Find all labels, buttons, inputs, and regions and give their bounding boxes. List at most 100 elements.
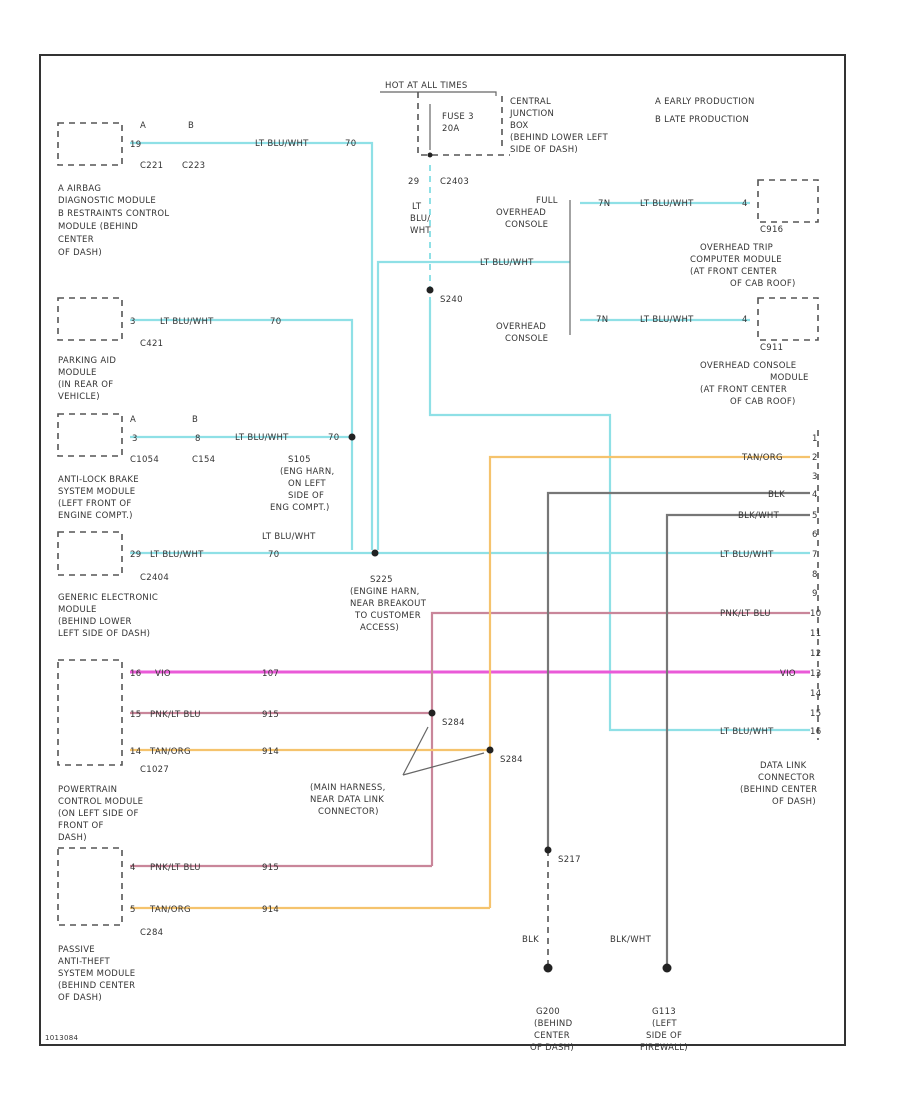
svg-text:(ENG HARN,: (ENG HARN,: [280, 467, 335, 477]
svg-text:A: A: [140, 121, 146, 131]
svg-text:914: 914: [262, 747, 279, 757]
diagram-code: 1013084: [45, 1034, 79, 1042]
svg-text:8: 8: [812, 570, 818, 580]
svg-text:A: A: [130, 415, 136, 425]
svg-text:15: 15: [810, 709, 821, 719]
svg-text:FIREWALL): FIREWALL): [640, 1043, 688, 1053]
svg-text:S240: S240: [440, 295, 463, 305]
svg-text:S217: S217: [558, 855, 581, 865]
svg-text:C284: C284: [140, 928, 163, 938]
svg-text:OVERHEAD: OVERHEAD: [496, 208, 546, 218]
pats-labels: 4 PNK/LT BLU 915 5 TAN/ORG 914 C284 PASS…: [58, 863, 279, 1003]
svg-text:7N: 7N: [596, 315, 608, 325]
cjb-label: CENTRAL JUNCTION BOX (BEHIND LOWER LEFT …: [509, 97, 608, 155]
svg-text:SIDE OF: SIDE OF: [646, 1031, 682, 1041]
pats-module-box: [57, 847, 123, 926]
svg-text:C221: C221: [140, 161, 163, 171]
overhead-labels: LT BLU/WHT FULL OVERHEAD CONSOLE OVERHEA…: [480, 196, 809, 407]
airbag-labels: A B 19 C221 C223 LT BLU/WHT 70 A AIRBAG …: [58, 121, 356, 258]
svg-text:POWERTRAIN: POWERTRAIN: [58, 785, 117, 795]
abs-module-box: [57, 413, 123, 457]
wire-fuse-dlc: [428, 300, 810, 732]
svg-text:16: 16: [130, 669, 141, 679]
svg-text:C2404: C2404: [140, 573, 169, 583]
svg-text:MODULE: MODULE: [770, 373, 809, 383]
wire-airbag: [130, 141, 374, 550]
svg-text:LT BLU/WHT: LT BLU/WHT: [640, 199, 694, 209]
svg-text:(AT FRONT CENTER: (AT FRONT CENTER: [700, 385, 787, 395]
dlc-labels: 1 2 3 4 5 6 7 8 9 10 11 12 13 14 15 16 T…: [720, 434, 821, 807]
svg-text:3: 3: [130, 317, 136, 327]
svg-text:C421: C421: [140, 339, 163, 349]
svg-text:LT BLU/WHT: LT BLU/WHT: [640, 315, 694, 325]
svg-text:S284: S284: [500, 755, 523, 765]
svg-text:PNK/LT BLU: PNK/LT BLU: [150, 710, 201, 720]
svg-text:LT: LT: [412, 202, 422, 212]
splice-s217: [544, 846, 552, 854]
svg-text:PNK/LT BLU: PNK/LT BLU: [720, 609, 771, 619]
svg-text:SYSTEM MODULE: SYSTEM MODULE: [58, 969, 135, 979]
svg-text:BLK: BLK: [522, 935, 539, 945]
svg-text:TAN/ORG: TAN/ORG: [149, 905, 191, 915]
wire-parking: [130, 318, 354, 550]
parking-module-box: [57, 297, 123, 341]
svg-text:10: 10: [810, 609, 821, 619]
svg-text:(MAIN HARNESS,: (MAIN HARNESS,: [310, 783, 386, 793]
svg-text:4: 4: [742, 315, 748, 325]
svg-text:5: 5: [812, 511, 818, 521]
svg-text:GENERIC ELECTRONIC: GENERIC ELECTRONIC: [58, 593, 158, 603]
svg-text:C1027: C1027: [140, 765, 169, 775]
abs-labels: A B 3 8 LT BLU/WHT 70 C1054 C154 ANTI-LO…: [58, 415, 339, 521]
svg-text:BLK/WHT: BLK/WHT: [738, 511, 780, 521]
svg-text:3: 3: [132, 434, 138, 444]
svg-text:PNK/LT BLU: PNK/LT BLU: [150, 863, 201, 873]
svg-text:S284: S284: [442, 718, 465, 728]
svg-text:OVERHEAD CONSOLE: OVERHEAD CONSOLE: [700, 361, 796, 371]
svg-text:B RESTRAINTS CONTROL: B RESTRAINTS CONTROL: [58, 209, 169, 219]
cjb-pin: 29: [408, 177, 419, 187]
svg-text:C223: C223: [182, 161, 205, 171]
svg-text:LT BLU/WHT: LT BLU/WHT: [235, 433, 289, 443]
svg-text:WHT: WHT: [410, 226, 431, 236]
svg-text:1: 1: [812, 434, 818, 444]
svg-text:5: 5: [130, 905, 136, 915]
svg-text:CENTER: CENTER: [534, 1031, 570, 1041]
svg-text:(BEHIND LOWER: (BEHIND LOWER: [58, 617, 132, 627]
svg-text:MODULE (BEHIND: MODULE (BEHIND: [58, 222, 138, 232]
ocm-module-box: [757, 297, 819, 341]
svg-text:(BEHIND CENTER: (BEHIND CENTER: [740, 785, 817, 795]
svg-text:7N: 7N: [598, 199, 610, 209]
svg-text:VIO: VIO: [780, 669, 796, 679]
svg-text:LT BLU/WHT: LT BLU/WHT: [150, 550, 204, 560]
svg-text:SIDE OF DASH): SIDE OF DASH): [510, 145, 578, 155]
svg-text:BLU/: BLU/: [410, 214, 430, 224]
fuse-label-2: 20A: [442, 124, 460, 134]
svg-text:JUNCTION: JUNCTION: [509, 109, 554, 119]
diagram-frame: [39, 54, 846, 1046]
svg-text:MODULE: MODULE: [58, 605, 97, 615]
ground-labels: BLK G200 (BEHIND CENTER OF DASH) BLK/WHT…: [522, 935, 688, 1053]
svg-text:915: 915: [262, 863, 279, 873]
svg-text:(ON LEFT SIDE OF: (ON LEFT SIDE OF: [58, 809, 139, 819]
svg-text:107: 107: [262, 669, 279, 679]
svg-text:15: 15: [130, 710, 141, 720]
trip-module-box: [757, 179, 819, 223]
svg-text:OF DASH): OF DASH): [772, 797, 816, 807]
svg-text:NEAR BREAKOUT: NEAR BREAKOUT: [350, 599, 427, 609]
fuse-label-1: FUSE 3: [442, 112, 474, 122]
svg-text:3: 3: [812, 472, 818, 482]
svg-text:(LEFT FRONT OF: (LEFT FRONT OF: [58, 499, 132, 509]
svg-text:70: 70: [270, 317, 281, 327]
svg-text:TAN/ORG: TAN/ORG: [149, 747, 191, 757]
svg-text:4: 4: [130, 863, 136, 873]
svg-text:29: 29: [130, 550, 141, 560]
svg-text:G113: G113: [652, 1007, 676, 1017]
svg-text:DATA LINK: DATA LINK: [760, 761, 807, 771]
svg-text:(BEHIND: (BEHIND: [534, 1019, 573, 1029]
svg-text:16: 16: [810, 727, 821, 737]
svg-text:4: 4: [812, 490, 818, 500]
hot-at-all-times-label: HOT AT ALL TIMES: [385, 81, 468, 91]
svg-text:(AT FRONT CENTER: (AT FRONT CENTER: [690, 267, 777, 277]
svg-text:2: 2: [812, 453, 818, 463]
